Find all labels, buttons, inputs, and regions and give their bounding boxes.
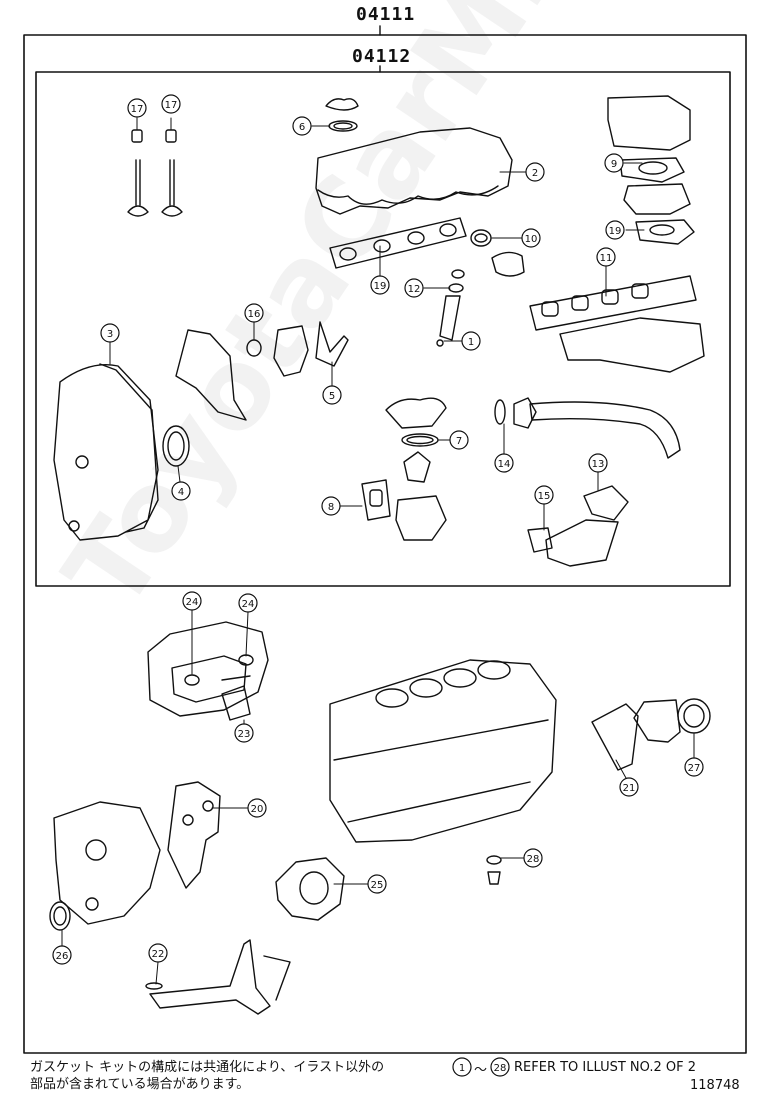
callout-leaders (61, 117, 695, 985)
ref-end-label: 28 (494, 1063, 507, 1074)
callout-24-left (182, 591, 202, 611)
ref-end-circle (490, 1057, 510, 1077)
kit-note-line-1: ガスケット キットの構成には共通化により、イラスト以外の (30, 1060, 385, 1075)
callout-17-right (161, 94, 181, 114)
callout-label: 10 (525, 234, 538, 245)
water-outlet-gaskets (607, 95, 695, 245)
callout-8 (321, 496, 341, 516)
outer-kit-code: 04111 (356, 4, 416, 25)
callout-3 (100, 323, 120, 343)
ref-text: REFER TO ILLUST NO.2 OF 2 (514, 1060, 696, 1075)
callout-label: 22 (152, 949, 165, 960)
callout-4 (171, 481, 191, 501)
intake-manifold-gasket (329, 217, 467, 269)
exhaust-pipe-gaskets (494, 397, 681, 567)
footer-ref-circles (452, 1057, 510, 1077)
callout-28 (523, 848, 543, 868)
ref-start-circle (452, 1057, 472, 1077)
callout-23 (234, 723, 254, 743)
callout-labels: 17 17 6 2 9 19 10 19 11 12 1 16 3 5 4 7 … (56, 100, 701, 962)
callout-15 (534, 485, 554, 505)
callout-label: 17 (165, 100, 178, 111)
callout-11 (596, 247, 616, 267)
oil-filler-cap (325, 98, 359, 132)
cylinder-head-cover-gasket (315, 127, 513, 215)
callout-26 (52, 945, 72, 965)
callout-12 (404, 278, 424, 298)
turbo-and-outlet-gaskets (470, 229, 525, 277)
callout-label: 16 (248, 309, 261, 320)
water-pump-and-inlet-gaskets (361, 397, 447, 541)
callout-label: 28 (527, 854, 540, 865)
callout-label: 6 (299, 122, 305, 133)
front-plate-gaskets (162, 321, 349, 467)
callout-16 (244, 303, 264, 323)
callout-label: 8 (328, 502, 334, 513)
valve-cover-and-spacer-gaskets (147, 621, 269, 721)
callout-14 (494, 453, 514, 473)
callout-9 (604, 153, 624, 173)
callout-label: 4 (178, 487, 184, 498)
kit-frames (23, 25, 747, 1054)
outer-kit-frame (23, 34, 747, 1054)
callout-21 (619, 777, 639, 797)
callout-label: 20 (251, 804, 264, 815)
callout-label: 9 (611, 159, 617, 170)
exhaust-manifold-gasket (529, 275, 705, 373)
callout-6 (292, 116, 312, 136)
callout-24-right (238, 593, 258, 613)
callout-label: 7 (456, 436, 462, 447)
oil-strainer-and-water-pump-gaskets (145, 855, 502, 1015)
callout-label: 19 (609, 226, 622, 237)
callout-19-outlet (605, 220, 625, 240)
callout-label: 17 (131, 104, 144, 115)
callout-19-intake (370, 275, 390, 295)
callout-label: 12 (408, 284, 421, 295)
callout-27 (684, 757, 704, 777)
callout-10 (521, 228, 541, 248)
rear-oil-seal-parts (591, 698, 711, 771)
footer-ref-labels: 1 28 (459, 1063, 507, 1074)
inner-kit-code: 04112 (352, 46, 412, 67)
callout-label: 24 (242, 599, 255, 610)
kit-note-line-2: 部品が含まれている場合があります。 (30, 1077, 250, 1092)
callout-label: 1 (468, 337, 474, 348)
callout-label: 14 (498, 459, 511, 470)
valve-stem-seals (127, 129, 183, 217)
callout-label: 21 (623, 783, 636, 794)
inner-kit-frame (35, 71, 731, 587)
callout-label: 27 (688, 763, 701, 774)
callout-1 (461, 331, 481, 351)
callout-20 (247, 798, 267, 818)
cylinder-block (329, 659, 557, 843)
callout-17-left (127, 98, 147, 118)
illustration-number: 118748 (690, 1078, 740, 1093)
callout-circles (52, 94, 704, 965)
callout-label: 3 (107, 329, 113, 340)
callout-label: 25 (371, 880, 384, 891)
callout-13 (588, 453, 608, 473)
callout-label: 13 (592, 459, 605, 470)
callout-label: 24 (186, 597, 199, 608)
callout-label: 2 (532, 168, 538, 179)
callout-label: 19 (374, 281, 387, 292)
callout-label: 5 (329, 391, 335, 402)
small-seals-group (246, 269, 465, 357)
callout-label: 15 (538, 491, 551, 502)
callout-label: 26 (56, 951, 69, 962)
ref-start-label: 1 (459, 1063, 465, 1074)
oil-pan-and-pump-gaskets (49, 781, 221, 931)
ref-tilde: ～ (474, 1063, 488, 1078)
callout-2 (525, 162, 545, 182)
callout-25 (367, 874, 387, 894)
callout-5 (322, 385, 342, 405)
callout-22 (148, 943, 168, 963)
timing-cover-gasket (53, 363, 159, 541)
callout-label: 23 (238, 729, 251, 740)
callout-label: 11 (600, 253, 613, 264)
callout-7 (449, 430, 469, 450)
